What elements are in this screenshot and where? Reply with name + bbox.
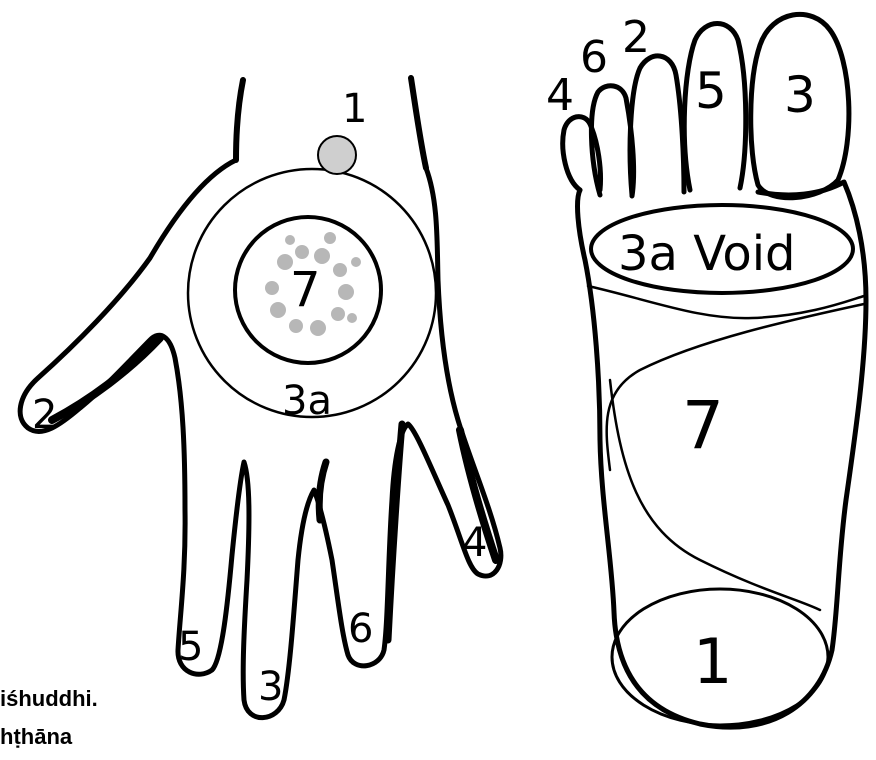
caption-line-1: iśhuddhi. — [0, 686, 98, 712]
hand-label-2: 2 — [32, 392, 57, 438]
hand-label-5: 5 — [178, 624, 203, 670]
hand-label-7: 7 — [290, 262, 321, 318]
hand-wrist-dot — [318, 136, 356, 174]
foot-drawing — [563, 14, 866, 727]
caption-line-2: hṭhāna — [0, 724, 72, 750]
hand-outline — [20, 160, 501, 718]
hand-label-4: 4 — [462, 520, 487, 566]
foot-label-3a-void: 3a Void — [618, 226, 796, 282]
hand-drawing — [20, 78, 501, 718]
hand-label-1: 1 — [342, 86, 367, 132]
foot-label-3: 3 — [784, 66, 816, 124]
hand-label-3: 3 — [258, 664, 283, 710]
foot-label-1: 1 — [693, 625, 732, 698]
foot-toe-third — [630, 56, 684, 195]
foot-label-2: 2 — [622, 12, 650, 63]
middle-gap-line — [319, 462, 326, 520]
hand-label-3a: 3a — [282, 378, 332, 424]
foot-label-4: 4 — [546, 70, 574, 121]
wrist-right-line — [411, 78, 426, 168]
wrist-left-line — [236, 80, 243, 160]
hand-label-6: 6 — [348, 606, 373, 652]
foot-label-6: 6 — [580, 32, 608, 83]
foot-label-5: 5 — [695, 62, 727, 120]
foot-label-7: 7 — [682, 387, 724, 464]
foot-divider-diagonal — [607, 304, 864, 470]
